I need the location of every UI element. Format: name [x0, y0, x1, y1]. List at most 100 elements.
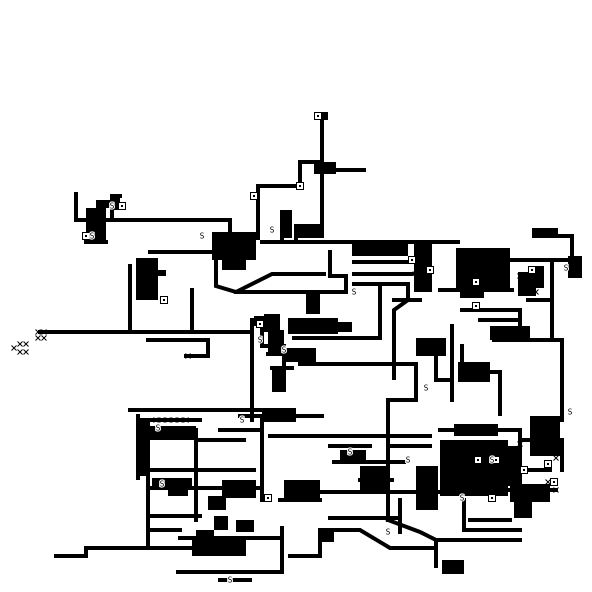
- rubble-mark: [177, 417, 183, 423]
- room-block: [530, 416, 560, 456]
- room-block: [192, 540, 246, 556]
- room-block: [340, 450, 366, 464]
- door-glyph: S: [270, 226, 275, 235]
- rubble-stroke: [511, 449, 517, 455]
- room-block: [322, 112, 328, 120]
- map-marker: [426, 266, 434, 274]
- corridor-path: [492, 338, 564, 422]
- rubble-stroke: [41, 335, 47, 341]
- corridor-path: [292, 284, 382, 340]
- rubble-mark: [511, 449, 517, 455]
- room-block: [272, 370, 286, 392]
- door-glyph: S: [90, 232, 95, 241]
- room-block: [458, 362, 490, 382]
- map-marker: [296, 182, 304, 190]
- rubble-stroke: [517, 273, 523, 279]
- corridor-path: [320, 114, 366, 172]
- room-block: [532, 228, 558, 238]
- rubble-stroke: [159, 417, 165, 423]
- rubble-mark: [41, 335, 47, 341]
- room-block: [222, 480, 256, 498]
- room-block: [454, 424, 498, 436]
- marker-dot: [253, 195, 255, 197]
- rubble-mark: [183, 417, 189, 423]
- rubble-stroke: [513, 463, 519, 469]
- marker-dot: [317, 115, 319, 117]
- room-block: [154, 270, 166, 276]
- rubble-mark: [35, 329, 41, 335]
- door-glyph: S: [490, 456, 495, 465]
- door-glyph: S: [348, 448, 353, 457]
- rubble-mark: [35, 335, 41, 341]
- marker-dot: [531, 269, 533, 271]
- rubble-mark: [41, 329, 47, 335]
- rubble-stroke: [35, 329, 41, 335]
- corridor-path: [462, 498, 522, 532]
- room-block: [506, 446, 520, 486]
- room-block: [352, 244, 408, 256]
- door-glyph: S: [258, 336, 263, 345]
- corridor-path: [434, 344, 452, 382]
- marker-dot: [475, 281, 477, 283]
- map-marker: [314, 112, 322, 120]
- corridor-path: [288, 528, 436, 558]
- room-block: [196, 530, 214, 540]
- marker-dot: [523, 469, 525, 471]
- door-glyph: S: [200, 232, 205, 241]
- rubble-stroke: [183, 417, 189, 423]
- room-block: [338, 322, 352, 332]
- map-marker: [264, 494, 272, 502]
- door-glyph: S: [460, 494, 465, 503]
- map-marker: [256, 320, 264, 328]
- rubble-mark: [553, 487, 559, 493]
- room-block: [168, 486, 188, 496]
- rubble-stroke: [553, 455, 559, 461]
- room-block: [138, 418, 150, 476]
- map-marker: [472, 278, 480, 286]
- map-marker: [82, 232, 90, 240]
- rubble-stroke: [165, 417, 171, 423]
- marker-layer: [82, 112, 558, 502]
- rubble-mark: [545, 479, 551, 485]
- map-marker: [550, 478, 558, 486]
- door-glyph: S: [282, 346, 287, 355]
- room-block: [286, 348, 316, 362]
- room-block: [490, 326, 530, 340]
- room-block: [416, 466, 438, 510]
- room-block: [280, 210, 292, 238]
- room-block: [114, 196, 120, 210]
- room-block: [536, 266, 544, 288]
- room-block: [136, 258, 158, 300]
- rubble-mark: [527, 289, 533, 295]
- rubble-stroke: [527, 289, 533, 295]
- map-marker: [118, 202, 126, 210]
- marker-dot: [121, 205, 123, 207]
- room-block: [306, 290, 320, 314]
- corridor-path: [460, 308, 522, 332]
- rubble-stroke: [23, 349, 29, 355]
- rubble-mark: [153, 417, 159, 423]
- map-marker: [488, 494, 496, 502]
- room-block: [262, 408, 296, 422]
- marker-dot: [553, 481, 555, 483]
- rubble-stroke: [533, 273, 539, 279]
- door-glyph: S: [160, 480, 165, 489]
- room-block: [296, 224, 324, 238]
- room-block: [568, 256, 582, 278]
- rubble-stroke: [11, 345, 17, 351]
- room-layer: [86, 112, 582, 574]
- marker-dot: [299, 185, 301, 187]
- room-block: [212, 232, 256, 260]
- door-glyph: S: [424, 384, 429, 393]
- map-marker: [250, 192, 258, 200]
- rubble-mark: [17, 341, 23, 347]
- room-block: [288, 318, 338, 334]
- room-block: [322, 532, 334, 542]
- rubble-mark: [517, 441, 523, 447]
- rubble-stroke: [533, 289, 539, 295]
- rubble-stroke: [517, 441, 523, 447]
- door-glyph: S: [240, 416, 245, 425]
- room-block: [416, 338, 446, 356]
- map-marker: [520, 466, 528, 474]
